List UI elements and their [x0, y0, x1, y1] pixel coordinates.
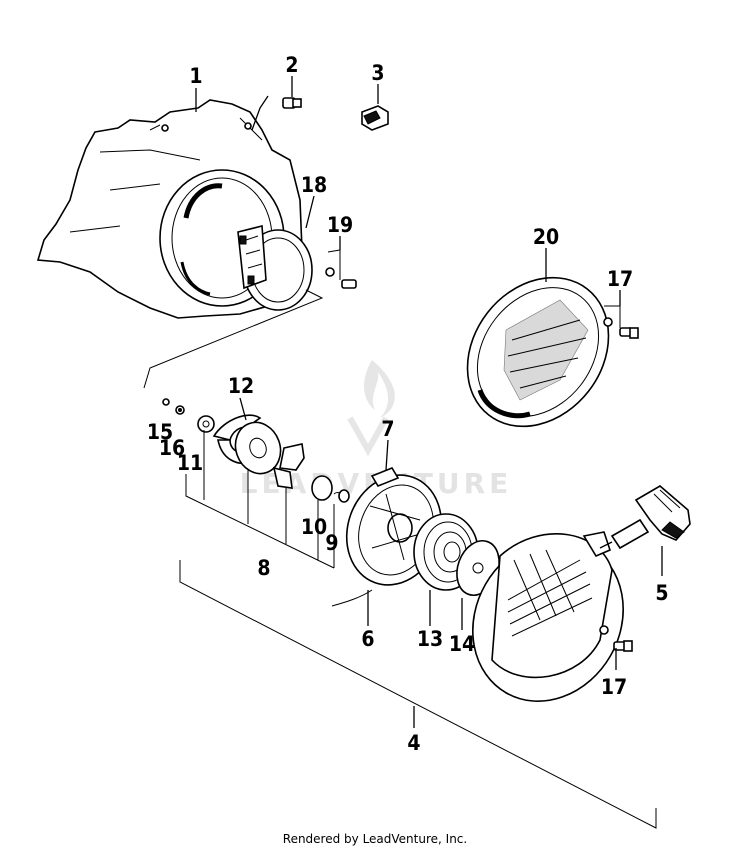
callout-5: 5	[655, 581, 668, 605]
bolt-part-2	[251, 95, 302, 131]
callout-2: 2	[285, 53, 298, 77]
leader-18	[305, 195, 315, 229]
assembly-line-upper	[143, 289, 324, 389]
callout-4: 4	[407, 731, 420, 755]
rope	[331, 589, 373, 607]
callout-8: 8	[257, 556, 270, 580]
callout-1: 1	[189, 64, 202, 88]
starter-housing	[472, 531, 624, 702]
screw-part-17-upper	[603, 305, 639, 339]
starter-handle	[599, 485, 691, 550]
callout-10: 10	[301, 515, 327, 539]
callout-9: 9	[325, 531, 338, 555]
callout-17-upper: 17	[607, 267, 633, 291]
callout-13: 13	[417, 627, 443, 651]
callout-18: 18	[301, 173, 327, 197]
leader-12	[239, 397, 247, 421]
callout-11: 11	[177, 451, 203, 475]
callout-16: 16	[159, 436, 185, 460]
callout-17-lower: 17	[601, 675, 627, 699]
callout-7: 7	[381, 417, 394, 441]
callout-14: 14	[449, 632, 475, 656]
screw-part-19	[325, 249, 357, 289]
small-parts-group	[162, 398, 350, 503]
assembly-bracket-4	[179, 560, 657, 829]
callout-6: 6	[361, 627, 374, 651]
leader-7	[385, 439, 389, 471]
starter-cup	[237, 224, 313, 311]
callout-3: 3	[371, 61, 384, 85]
clip-part-3	[361, 105, 389, 131]
callout-20: 20	[533, 225, 559, 249]
bracket-part-8	[185, 430, 335, 569]
screw-part-17-lower	[613, 640, 633, 652]
callout-15: 15	[147, 420, 173, 444]
callout-12: 12	[228, 374, 254, 398]
callout-19: 19	[327, 213, 353, 237]
intake-screen	[466, 276, 610, 428]
footer-credit: Rendered by LeadVenture, Inc.	[282, 832, 468, 846]
